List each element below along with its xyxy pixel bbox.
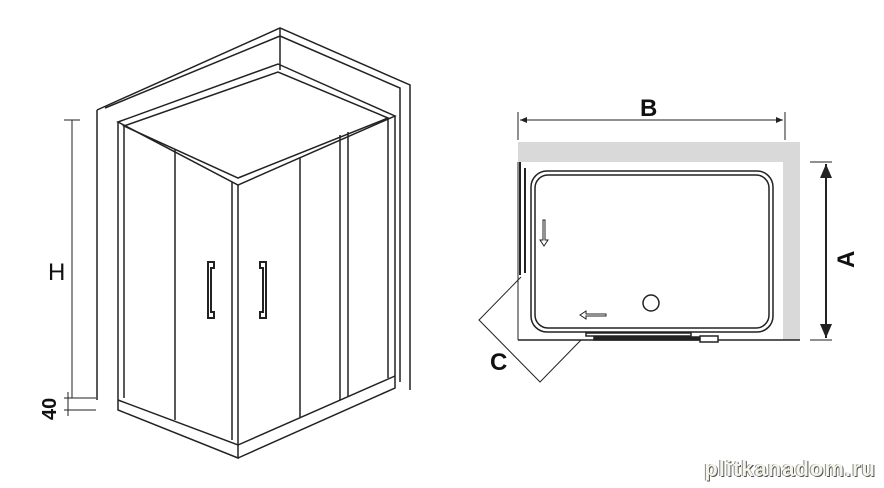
arrow-down-icon: [539, 219, 549, 247]
arrow-left-icon: [579, 310, 607, 320]
base-height-label: 40: [39, 398, 61, 420]
height-label: H: [48, 259, 65, 286]
watermark: plitkanadom.ru: [704, 456, 876, 481]
wall-right: [783, 142, 800, 340]
door-handle-right: [259, 261, 267, 319]
tray-base: [117, 375, 396, 446]
opening-label-c: C: [490, 349, 507, 376]
depth-label-a: A: [833, 251, 860, 268]
width-label-b: B: [640, 95, 657, 122]
shower-tray: [530, 170, 774, 333]
isometric-view: [64, 27, 411, 460]
wall-top: [518, 142, 800, 162]
door-handle-left: [207, 261, 215, 319]
drain-icon: [642, 294, 660, 312]
plan-view: [478, 112, 832, 383]
